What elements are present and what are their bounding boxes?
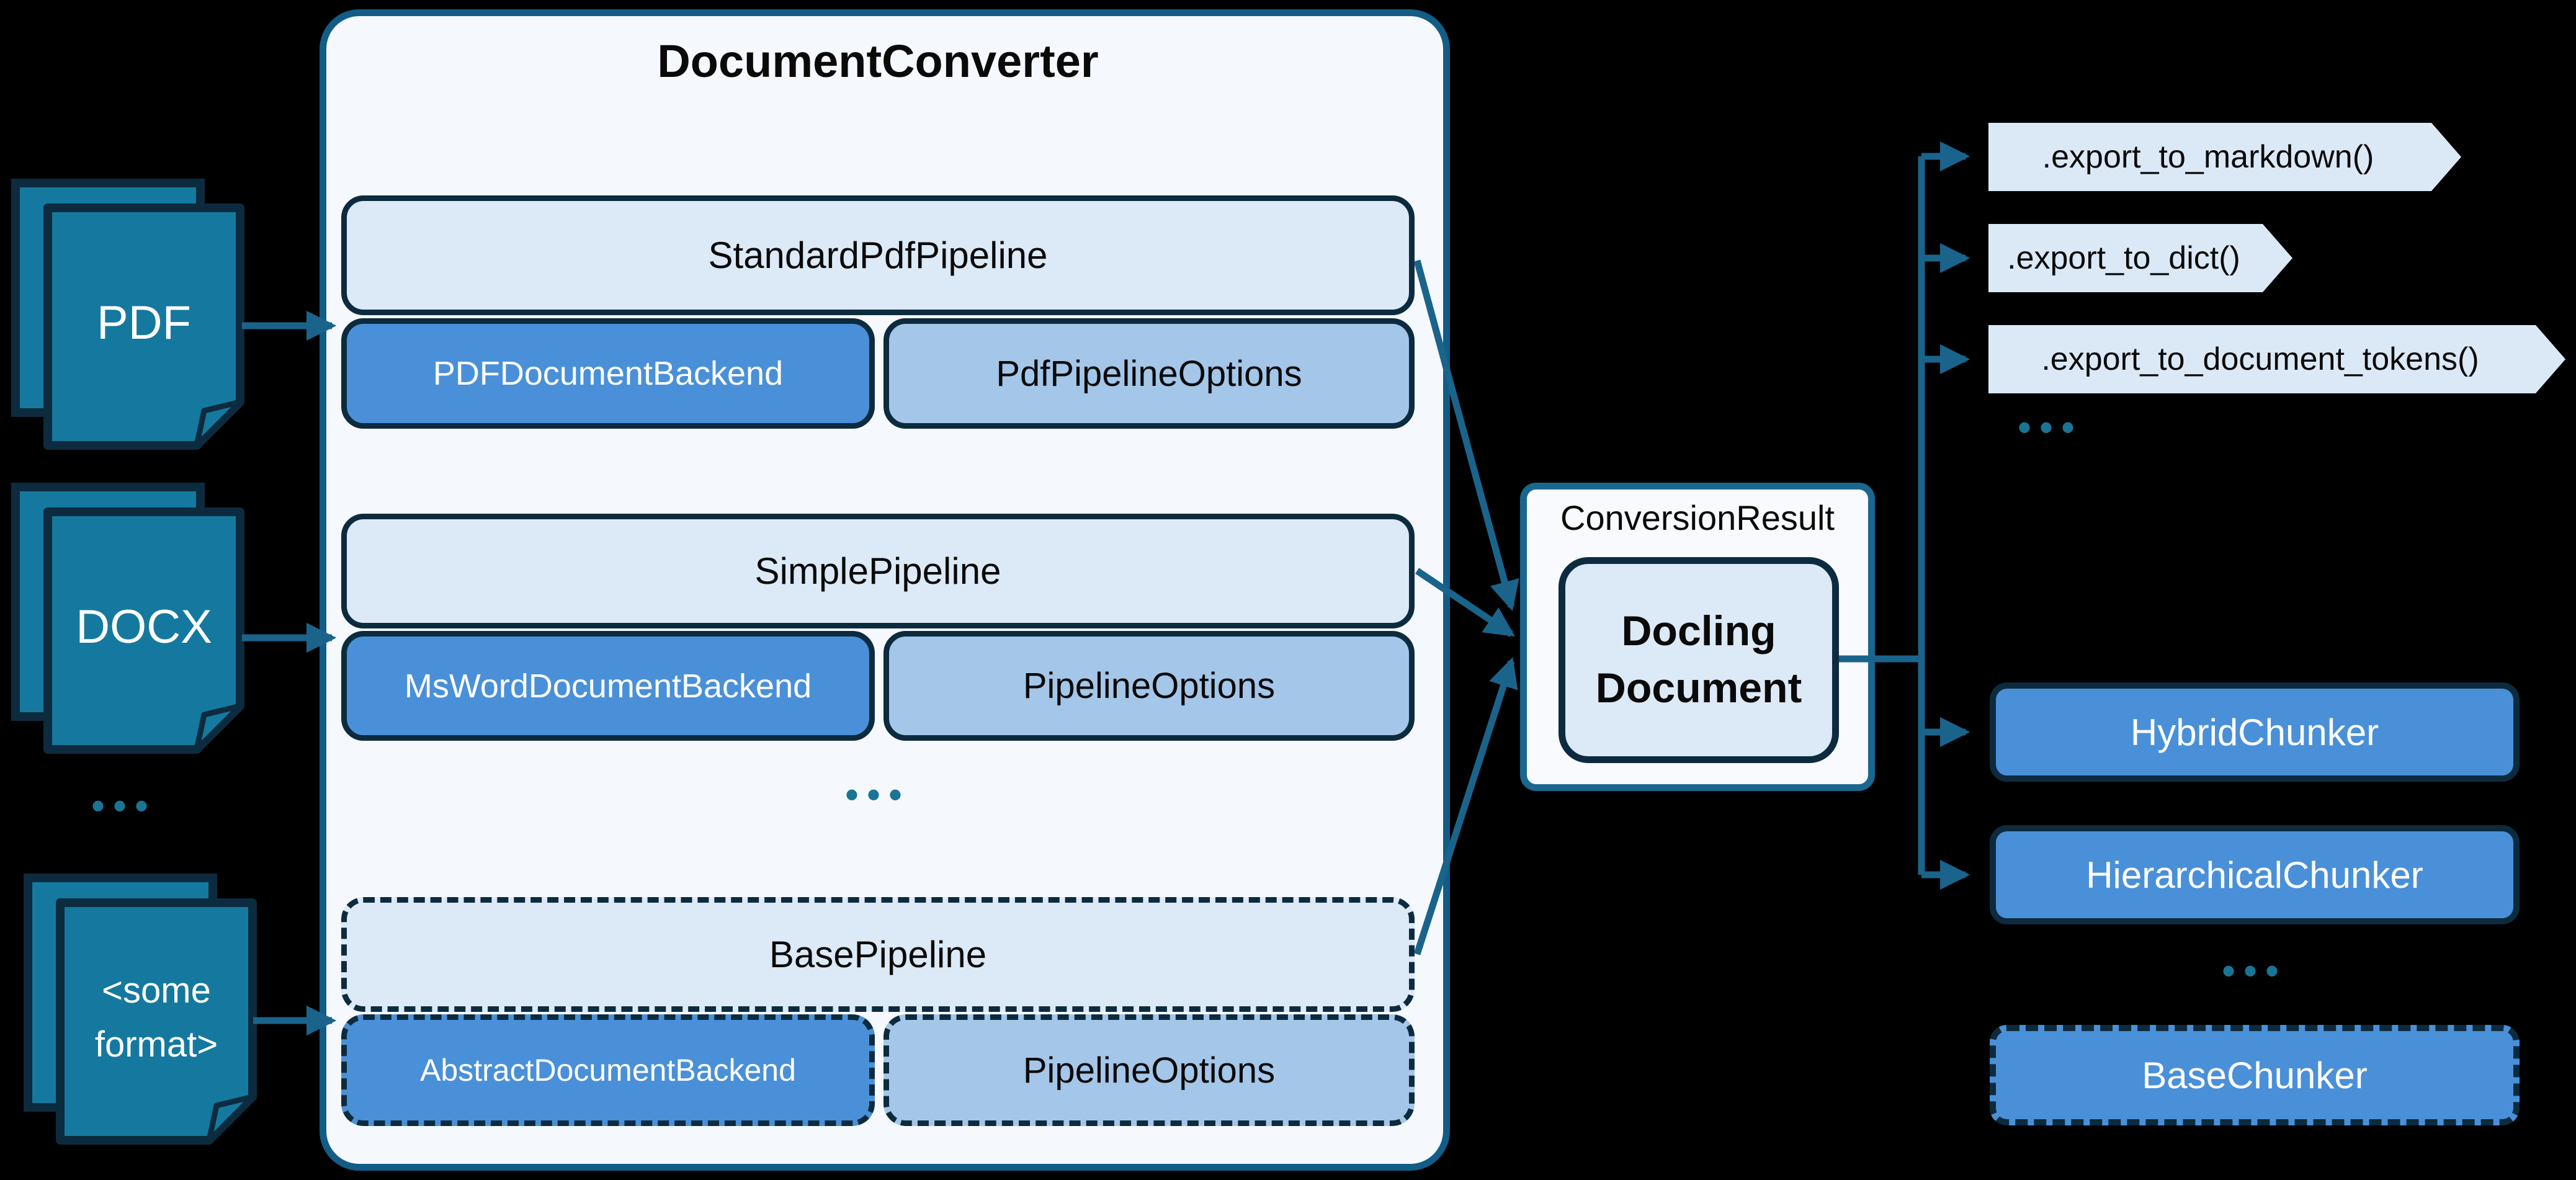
hierarchical-chunker-box: HierarchicalChunker <box>1990 825 2520 924</box>
standard-pdf-pipeline-box: StandardPdfPipeline <box>341 195 1415 315</box>
some-format-document-icon: <some format> <box>22 872 261 1148</box>
pipelines-ellipsis: ••• <box>845 773 911 815</box>
docx-label: DOCX <box>76 600 212 653</box>
msword-document-backend-box: MsWordDocumentBackend <box>341 631 875 741</box>
pdf-label: PDF <box>97 296 191 349</box>
pdf-document-backend-box: PDFDocumentBackend <box>341 318 875 429</box>
conversion-result-label: ConversionResult <box>1560 498 1835 537</box>
stacked-pages-icon <box>11 483 244 754</box>
some-format-label: <some format> <box>94 970 218 1065</box>
inputs-ellipsis: ••• <box>91 784 157 826</box>
docling-document-box: Docling Document <box>1559 557 1839 763</box>
pipeline-options-box: PipelineOptions <box>883 631 1415 741</box>
pdf-pipeline-options-box: PdfPipelineOptions <box>883 318 1415 429</box>
document-converter-title: DocumentConverter <box>657 35 1099 87</box>
docx-document-icon: DOCX <box>9 481 248 757</box>
base-pipeline-box: BasePipeline <box>341 897 1415 1012</box>
simple-pipeline-box: SimplePipeline <box>341 514 1415 628</box>
abstract-document-backend-box: AbstractDocumentBackend <box>341 1014 875 1126</box>
stacked-pages-icon <box>24 874 257 1145</box>
export-to-document-tokens-chip: .export_to_document_tokens() <box>1988 325 2565 393</box>
export-to-markdown-chip: .export_to_markdown() <box>1988 123 2461 191</box>
chunkers-ellipsis: ••• <box>2222 949 2288 991</box>
pdf-document-icon: PDF <box>9 177 248 453</box>
base-chunker-box: BaseChunker <box>1990 1025 2520 1125</box>
stacked-pages-icon <box>11 179 244 450</box>
export-to-dict-chip: .export_to_dict() <box>1988 224 2292 292</box>
base-pipeline-options-box: PipelineOptions <box>883 1014 1415 1126</box>
hybrid-chunker-box: HybridChunker <box>1990 682 2520 782</box>
exports-ellipsis: ••• <box>2018 406 2083 448</box>
